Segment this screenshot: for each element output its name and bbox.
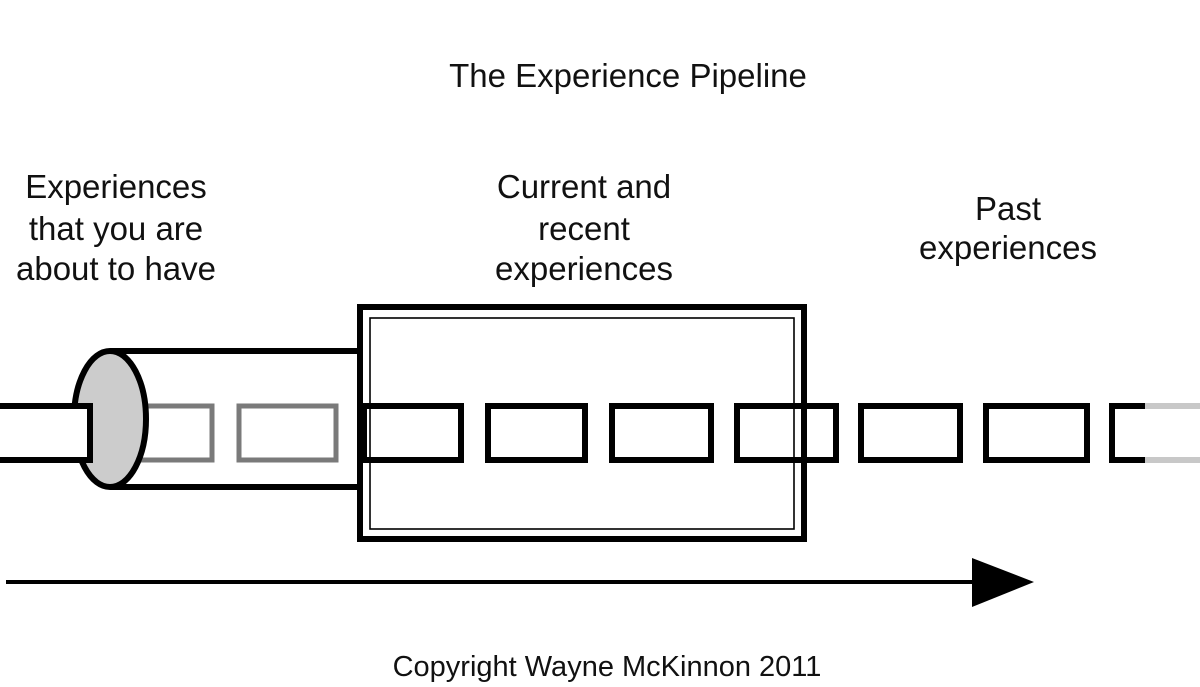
label-past-experiences: Past experiences — [919, 190, 1097, 266]
copyright-text: Copyright Wayne McKinnon 2011 — [393, 651, 822, 683]
future-experience-box — [236, 403, 339, 463]
input-pipe-end — [0, 403, 93, 463]
past-experience-box — [983, 403, 1090, 463]
future-experience-boxes — [137, 403, 339, 463]
label-current-line-2: recent — [538, 210, 630, 247]
past-experience-box-fading — [1109, 403, 1200, 463]
current-experience-box — [734, 403, 839, 463]
label-current-line-1: Current and — [497, 168, 671, 205]
label-past-line-2: experiences — [919, 229, 1097, 266]
current-window-frame — [357, 304, 807, 542]
label-past-line-1: Past — [975, 190, 1041, 227]
current-experience-box — [609, 403, 714, 463]
current-experience-box — [361, 403, 464, 463]
label-future-line-2: that you are — [29, 210, 203, 247]
label-future-line-3: about to have — [16, 250, 216, 287]
label-future-experiences: Experiences that you are about to have — [16, 168, 216, 287]
pipeline-cylinder — [110, 348, 362, 490]
label-current-experiences: Current and recent experiences — [495, 168, 673, 287]
diagram-title: The Experience Pipeline — [449, 57, 807, 94]
past-experience-box — [858, 403, 963, 463]
future-experience-box — [137, 403, 215, 463]
label-future-line-1: Experiences — [25, 168, 207, 205]
current-experience-box — [485, 403, 588, 463]
label-current-line-3: experiences — [495, 250, 673, 287]
experience-boxes — [361, 403, 1200, 463]
time-direction-arrow — [6, 558, 1034, 607]
